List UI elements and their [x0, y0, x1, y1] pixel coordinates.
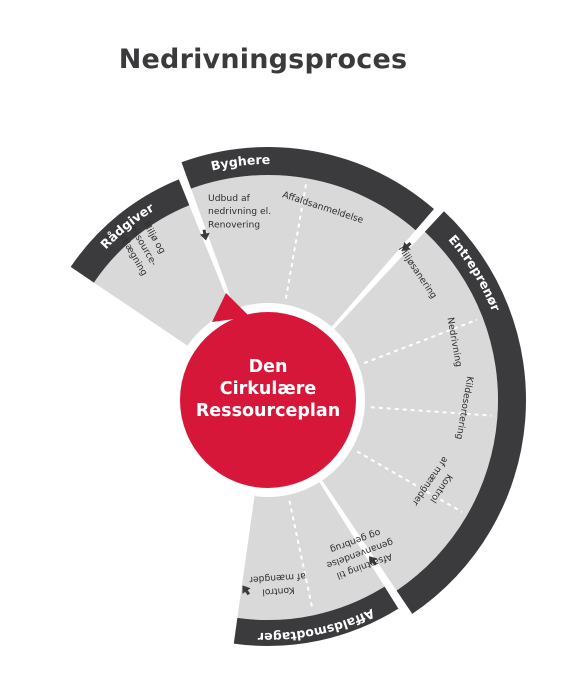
step-label-kontrol-modtager-line-1: af mængder [249, 570, 307, 585]
page-title: Nedrivningsproces [118, 44, 408, 75]
divider-layer [284, 184, 492, 610]
band-byghere [181, 147, 434, 231]
segment-byghere [191, 175, 416, 329]
segment-layer [93, 175, 498, 621]
segment-radgiver [93, 205, 233, 347]
step-label-udbud-line-2: Renovering [208, 220, 260, 231]
arrow-entreprenor-affaldsmodtager [368, 556, 378, 566]
band-affaldsmodtager [233, 586, 399, 647]
arrow-layer [199, 229, 412, 596]
arrow-byghere-entreprenor [402, 241, 412, 251]
divider-byghere-0 [284, 184, 308, 299]
segment-affaldsmodtager [237, 480, 385, 621]
step-label-udbud-line-0: Udbud af [208, 193, 251, 204]
step-udbud: Udbud af nedrivning el. Renovering [208, 193, 271, 231]
center-label-line-0: Den [249, 357, 288, 377]
arrow-affaldsmodtager-end [242, 585, 251, 596]
arrow-radgiver-byghere [199, 229, 210, 241]
center-label-line-2: Ressourceplan [196, 401, 340, 421]
divider-affaldsmodtager-0 [288, 500, 314, 610]
band-layer [70, 147, 527, 647]
step-label-udbud-line-1: nedrivning el. [208, 206, 271, 217]
band-radgiver [70, 179, 190, 283]
center-disc [180, 312, 356, 488]
center-pointer [212, 293, 250, 322]
center-label-line-1: Cirkulære [220, 379, 317, 399]
band-entreprenor [396, 211, 527, 614]
step-label-kontrol-modtager-line-0: Kontrol [262, 584, 295, 597]
segment-entreprenor [321, 231, 498, 591]
